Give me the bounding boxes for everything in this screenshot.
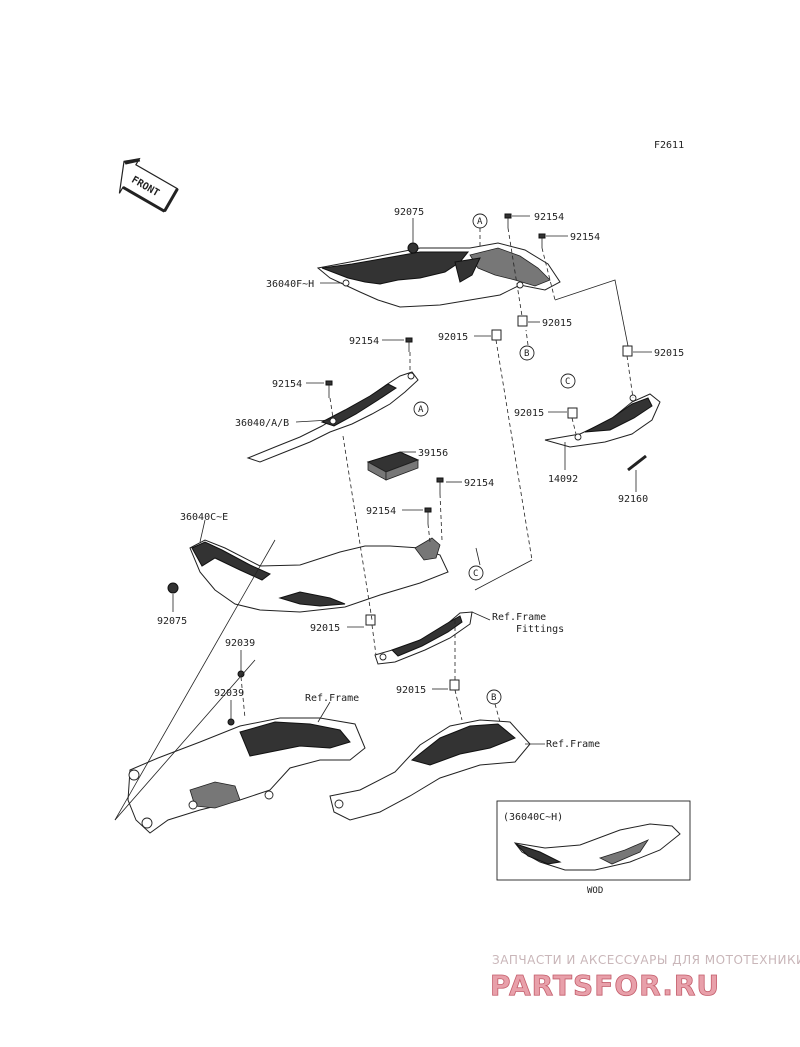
- label-36040ce: 36040C~E: [180, 512, 228, 523]
- label-92154-c: 92154: [349, 336, 379, 347]
- part-labels: 92075 92154 92154 36040F~H 92015 92015 9…: [157, 207, 684, 750]
- alignment-lines: [240, 227, 634, 723]
- label-92154-top1: 92154: [534, 212, 564, 223]
- label-92075-side: 92075: [157, 616, 187, 627]
- pad-39156-part: [366, 451, 420, 481]
- label-ref-frame-right: Ref.Frame: [546, 739, 600, 750]
- seat-bracket-part: [246, 371, 419, 463]
- marker-b-upper: B: [524, 349, 529, 359]
- label-36040fh: 36040F~H: [266, 279, 314, 290]
- label-ref-frame-fittings-1: Ref.Frame: [492, 612, 546, 623]
- label-92015-b: 92015: [542, 318, 572, 329]
- label-92154-d: 92154: [272, 379, 302, 390]
- watermark-brand: PARTSFOR.RU: [490, 969, 720, 1002]
- marker-c-side: C: [565, 377, 570, 387]
- watermark-tagline: ЗАПЧАСТИ И АКСЕССУАРЫ ДЛЯ МОТОТЕХНИКИ: [492, 953, 800, 967]
- label-92039-a: 92039: [225, 638, 255, 649]
- label-14092: 14092: [548, 474, 578, 485]
- upper-cover-part: [316, 242, 561, 308]
- label-92039-b: 92039: [214, 688, 244, 699]
- label-92075-top: 92075: [394, 207, 424, 218]
- side-bracket-14092-part: [544, 393, 661, 448]
- marker-b-frame: B: [491, 693, 496, 703]
- inset-label: (36040C~H): [503, 812, 563, 823]
- label-92154-e: 92154: [464, 478, 494, 489]
- label-92160: 92160: [618, 494, 648, 505]
- label-92015-f: 92015: [396, 685, 426, 696]
- label-92015-d: 92015: [514, 408, 544, 419]
- label-92015-a: 92015: [438, 332, 468, 343]
- label-36040ab: 36040/A/B: [235, 418, 289, 429]
- marker-a-bracket: A: [418, 405, 424, 415]
- circle-markers: A B A C C B: [413, 213, 576, 705]
- label-39156: 39156: [418, 448, 448, 459]
- watermark: ЗАПЧАСТИ И АКСЕССУАРЫ ДЛЯ МОТОТЕХНИКИ PA…: [490, 953, 800, 1002]
- label-ref-frame-left: Ref.Frame: [305, 693, 359, 704]
- connector-lines: [114, 279, 629, 821]
- leader-lines: [172, 215, 652, 745]
- inset-box: (36040C~H) WOD: [496, 800, 691, 896]
- right-frame-part: [329, 719, 531, 821]
- label-92154-f: 92154: [366, 506, 396, 517]
- inset-caption: WOD: [587, 886, 603, 896]
- label-92015-c: 92015: [654, 348, 684, 359]
- label-92154-top2: 92154: [570, 232, 600, 243]
- label-92015-e: 92015: [310, 623, 340, 634]
- left-frame-part: [127, 717, 366, 834]
- fastener-icons: [167, 213, 647, 726]
- frame-fittings-part: [374, 611, 473, 665]
- marker-a-top: A: [477, 217, 483, 227]
- side-cover-part: [189, 537, 449, 613]
- marker-c-cover: C: [473, 569, 478, 579]
- label-ref-frame-fittings-2: Fittings: [516, 624, 564, 635]
- front-arrow-icon: FRONT: [118, 157, 179, 213]
- figure-code: F2611: [654, 140, 684, 151]
